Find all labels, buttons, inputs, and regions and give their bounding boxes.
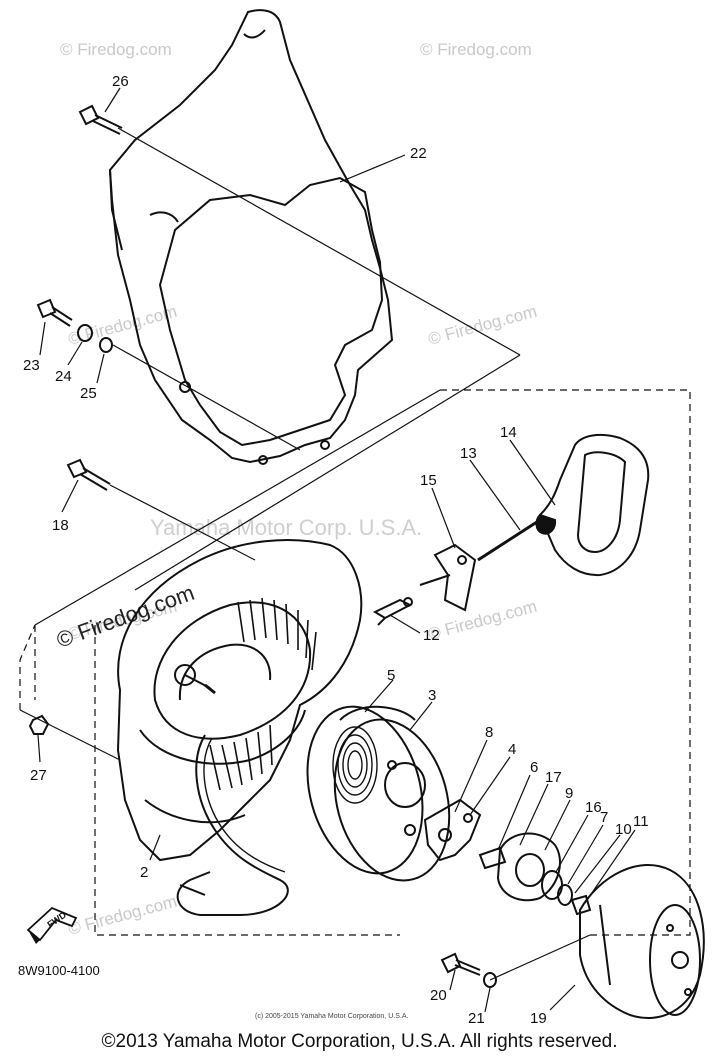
watermark: © Firedog.com [426, 597, 539, 644]
part-label-9: 9 [565, 785, 573, 802]
cooling-fins [209, 597, 317, 791]
part-label-18: 18 [52, 517, 69, 534]
part-label-11: 11 [633, 813, 649, 830]
rope-bracket [419, 543, 477, 612]
part-label-20: 20 [430, 987, 447, 1004]
part-label-19: 19 [530, 1010, 547, 1027]
bolt-20 [440, 952, 481, 976]
part-label-7: 7 [600, 809, 608, 826]
watermark: © Firedog.com [66, 892, 179, 939]
starter-case [116, 539, 363, 862]
footer-copyright: ©2013 Yamaha Motor Corporation, U.S.A. A… [101, 1031, 618, 1052]
watermark: © Firedog.com [53, 580, 197, 653]
rope-guide [372, 597, 413, 626]
assembly-dashed-frame [19, 389, 691, 936]
part-label-23: 23 [23, 357, 40, 374]
part-label-15: 15 [420, 472, 437, 489]
small-copyright: (c) 2005-2015 Yamaha Motor Corporation, … [255, 1013, 408, 1020]
part-label-8: 8 [485, 724, 493, 741]
starter-handle [535, 433, 650, 577]
watermark: © Firedog.com [60, 40, 172, 59]
bolt-26 [78, 104, 123, 135]
drive-plate [496, 832, 561, 902]
watermark: © Firedog.com [426, 302, 539, 349]
part-label-10: 10 [615, 821, 632, 838]
part-label-13: 13 [460, 445, 477, 462]
washer-21 [483, 972, 497, 988]
leader-20-19 [489, 934, 591, 981]
bolt-18 [66, 458, 111, 491]
starter-rope [477, 518, 541, 562]
part-label-21: 21 [468, 1010, 485, 1027]
nut-27 [28, 714, 50, 735]
part-label-12: 12 [423, 627, 440, 644]
starter-pulley [579, 864, 705, 1020]
part-label-2: 2 [140, 864, 148, 881]
part-label-14: 14 [500, 424, 517, 441]
part-label-22: 22 [410, 145, 427, 162]
fan-cover [108, 9, 394, 465]
part-label-24: 24 [55, 368, 72, 385]
drive-pawl [423, 798, 482, 862]
bolt-23 [36, 298, 73, 327]
rope-tube [179, 884, 206, 896]
collar-24 [77, 324, 93, 342]
part-label-5: 5 [387, 667, 395, 684]
part-label-4: 4 [508, 741, 516, 758]
small-hardware [541, 870, 592, 916]
starter-reel [306, 705, 451, 882]
watermark: Yamaha Motor Corp. U.S.A. [150, 515, 422, 540]
part-label-25: 25 [80, 385, 97, 402]
recoil-spring [332, 726, 378, 804]
label-leaders [37, 87, 636, 1013]
part-label-16: 16 [585, 799, 602, 816]
part-label-27: 27 [30, 767, 47, 784]
center-bolt [478, 846, 507, 870]
drawing-code: 8W9100-4100 [18, 963, 100, 978]
rope-loop-inner [203, 737, 286, 873]
part-label-17: 17 [545, 769, 562, 786]
washer-25 [99, 337, 113, 353]
part-label-26: 26 [112, 73, 129, 90]
part-label-3: 3 [428, 687, 436, 704]
part-label-6: 6 [530, 759, 538, 776]
rope-loop [176, 734, 289, 916]
watermark: © Firedog.com [420, 40, 532, 59]
